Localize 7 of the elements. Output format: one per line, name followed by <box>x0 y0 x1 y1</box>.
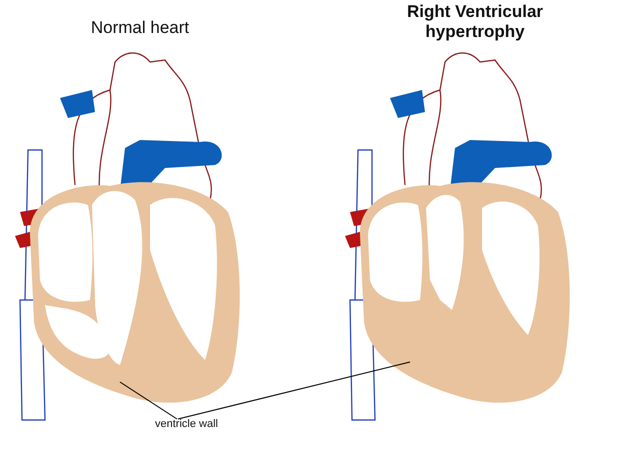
heading: Normal heart <box>90 18 190 38</box>
heart-wall-drawing <box>30 182 240 403</box>
callout-label: ventricle wall <box>155 418 218 430</box>
leader-line <box>120 382 178 420</box>
heading: Right Ventricular hypertrophy <box>406 2 544 42</box>
leader-line <box>177 362 410 420</box>
heart-wall-drawing <box>360 182 570 403</box>
